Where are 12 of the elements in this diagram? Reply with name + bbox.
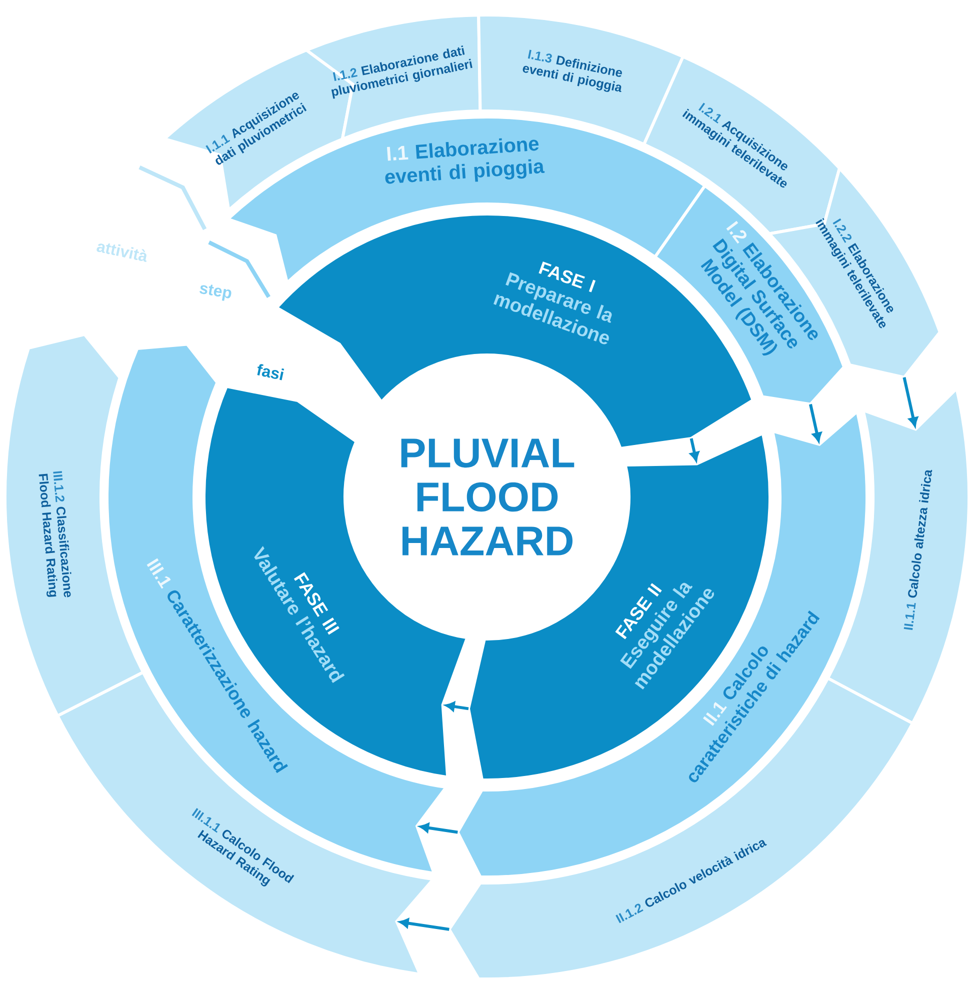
ring-label: attività bbox=[96, 243, 147, 262]
ring-label: step bbox=[200, 284, 232, 301]
chevron-arrow bbox=[420, 823, 458, 834]
node-label: II.1.1 bbox=[904, 603, 916, 630]
activity-sector: III.1.2 Classificazione Flood Hazard Rating bbox=[4, 332, 145, 718]
chevron-arrow bbox=[902, 377, 918, 427]
chevron-arrow bbox=[445, 702, 469, 712]
node-label: Calcolo altezza idrica bbox=[908, 470, 932, 598]
chevron-arrow bbox=[809, 404, 822, 442]
chevron-arrow bbox=[690, 438, 700, 462]
activity-sector: II.1.1 Calcolo altezza idrica bbox=[826, 387, 970, 725]
chevron-arrow bbox=[399, 918, 450, 931]
